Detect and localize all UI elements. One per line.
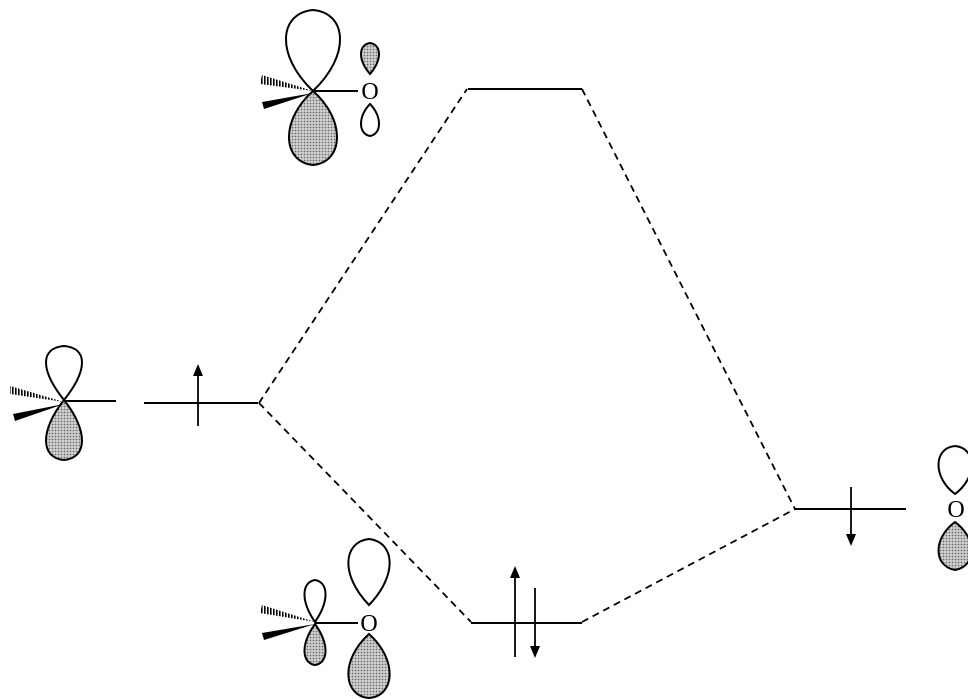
oxygen-p-orbital: O	[937, 444, 968, 572]
bold-wedge-bond	[262, 624, 315, 640]
oxygen-lower-shaded-lobe	[347, 632, 391, 699]
lower-shaded-lobe	[45, 398, 83, 462]
oxygen-label: O	[947, 497, 964, 523]
oxygen-upper-lobe	[347, 537, 391, 607]
electron-up-arrow	[193, 364, 203, 426]
carbon-upper-lobe	[303, 578, 327, 624]
correlation-line-carbon-antibonding	[258, 88, 468, 404]
correlation-line-oxygen-bonding	[581, 508, 796, 623]
upper-lobe	[285, 8, 341, 93]
oxygen-label: O	[360, 611, 377, 637]
correlation-line-oxygen-antibonding	[581, 88, 796, 510]
hashed-wedge-bond	[10, 386, 64, 402]
upper-lobe	[937, 444, 968, 496]
upper-lobe	[45, 344, 83, 402]
bold-wedge-bond	[13, 404, 64, 421]
bonding-orbital: O	[260, 537, 391, 699]
lower-shaded-lobe	[288, 89, 338, 167]
oxygen-label: O	[361, 79, 378, 105]
oxygen-open-lobe	[360, 102, 380, 138]
correlation-line-carbon-bonding	[258, 402, 472, 623]
oxygen-shaded-lobe	[360, 41, 380, 76]
hashed-wedge-bond	[260, 75, 313, 91]
antibonding-orbital: O	[260, 8, 380, 167]
bold-wedge-bond	[262, 93, 313, 109]
electron-down-arrow	[530, 588, 540, 658]
lower-shaded-lobe	[937, 520, 968, 572]
electron-up-arrow	[510, 566, 520, 657]
hashed-wedge-bond	[260, 605, 315, 622]
electron-down-arrow	[846, 487, 856, 546]
carbon-p-orbital	[10, 344, 116, 462]
correlation-lines	[258, 88, 796, 623]
carbon-lower-shaded-lobe	[303, 622, 327, 667]
